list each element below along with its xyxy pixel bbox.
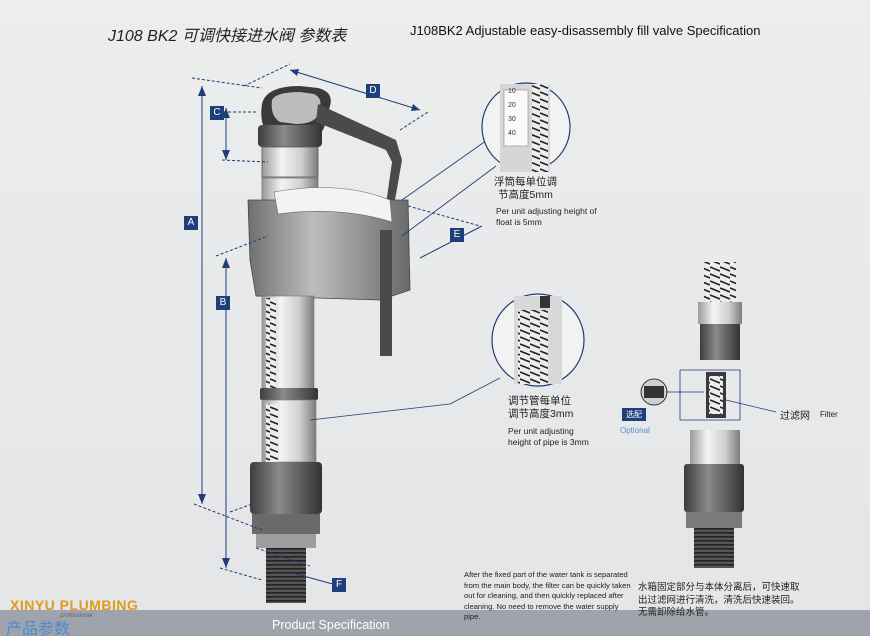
dimension-label-b: B: [216, 296, 230, 310]
optional-badge: 选配: [622, 408, 646, 421]
dimension-label-f: F: [332, 578, 346, 592]
optional-label: Optional: [620, 426, 650, 435]
scale-tick-10: 10: [508, 88, 516, 95]
brand-subtitle: professional: [60, 613, 93, 619]
footer-note-cn: 水箱固定部分与本体分离后，可快速取出过滤网进行清洗，清洗后快速装回。无需卸除给水…: [638, 582, 800, 618]
float-callout-cn-line2: 节高度5mm: [498, 189, 553, 201]
pipe-callout-cn-line1: 调节管每单位: [508, 395, 571, 407]
scale-tick-30: 30: [508, 116, 516, 123]
dimension-lines: [191, 63, 483, 587]
filter-label-cn: 过滤网: [780, 411, 810, 422]
brand-cn-label: 产品参数: [6, 621, 71, 636]
page-title-en: J108BK2 Adjustable easy-disassembly fill…: [410, 23, 761, 38]
float-callout-en: Per unit adjusting height of float is 5m…: [496, 206, 597, 227]
scale-tick-20: 20: [508, 102, 516, 109]
dimension-label-d: D: [366, 84, 380, 98]
page-title-cn: J108 BK2 可调快接进水阀 参数表: [108, 28, 347, 45]
dimension-label-e: E: [450, 228, 464, 242]
pipe-detail: [309, 293, 585, 421]
filter-label-en: Filter: [820, 410, 838, 419]
footer-note-en: After the fixed part of the water tank i…: [464, 570, 631, 622]
float-callout-cn-line1: 浮筒每单位调: [494, 176, 557, 188]
fill-valve-main: [247, 86, 411, 603]
dimension-label-a: A: [184, 216, 198, 230]
filter-assembly: [640, 262, 777, 568]
float-detail: [401, 82, 571, 237]
pipe-callout-cn-line2: 调节高度3mm: [508, 408, 574, 420]
brand-logo: XINYU PLUMBING: [10, 597, 139, 613]
dimension-arrowheads: [198, 69, 420, 568]
product-spec-label: Product Specification: [272, 618, 390, 632]
dimension-label-c: C: [210, 106, 224, 120]
footer-band: [0, 610, 870, 636]
pipe-callout-en: Per unit adjusting height of pipe is 3mm: [508, 426, 589, 447]
scale-tick-40: 40: [508, 130, 516, 137]
